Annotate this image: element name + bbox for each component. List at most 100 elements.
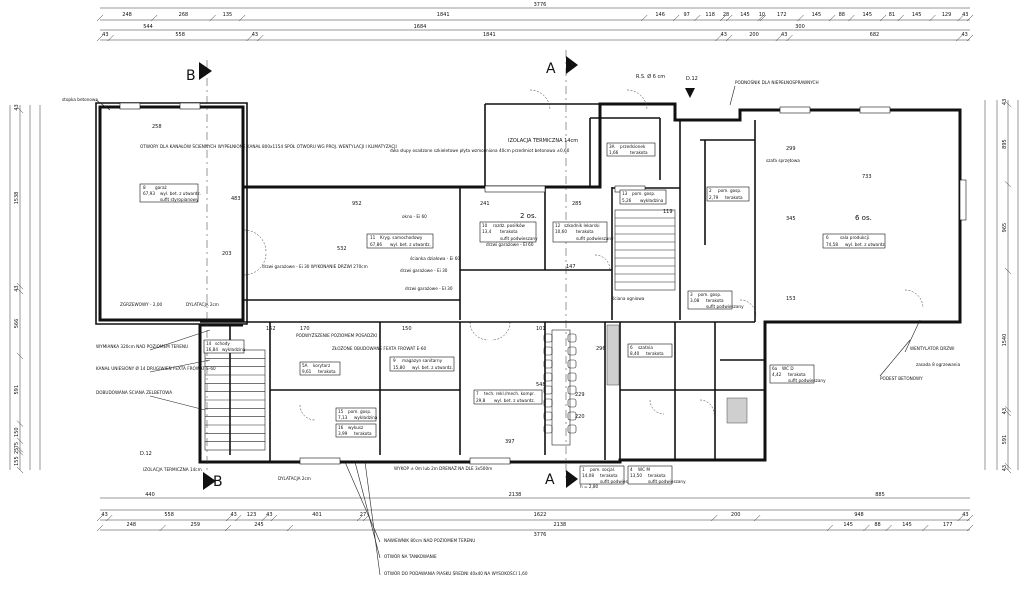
top-dim-r3-4: 43: [721, 32, 727, 38]
chair: [543, 346, 553, 356]
dimension-tick: [1004, 267, 1012, 275]
chair: [567, 411, 577, 421]
dimension-tick: [246, 34, 253, 42]
svg-text:pom. gosp.: pom. gosp.: [348, 409, 371, 414]
room-box-7: 7 tech. rekl./mech. kompr. 29,8 wyl. bet…: [473, 389, 543, 405]
right-dim-0: 43: [1002, 99, 1008, 105]
leader-lines: [95, 85, 921, 576]
dimension-tick: [719, 14, 727, 22]
svg-text:WC D: WC D: [782, 366, 794, 371]
top-dim-r1-11: 145: [812, 12, 822, 18]
stairs-left: [204, 349, 266, 451]
dimension-tick: [753, 514, 761, 522]
bottom-dim-r2-5: 401: [312, 512, 322, 518]
interior-walls: [200, 117, 765, 462]
svg-text:299: 299: [786, 146, 796, 152]
top-dim-r1-8: 145: [740, 12, 750, 18]
chair: [567, 398, 577, 408]
dimension-tick: [159, 524, 166, 532]
dimension-tick: [711, 514, 718, 522]
room-box-2: 2 pom. gosp. 2,79 terakota: [706, 186, 750, 202]
bottom-dim-r2-1: 558: [164, 512, 174, 518]
bottom-dim-r2-10: 43: [962, 512, 968, 518]
chair: [543, 398, 553, 408]
dimension-tick: [956, 34, 963, 42]
top-dim-r3-6: 43: [781, 32, 787, 38]
left-dim-6: 75: [14, 442, 20, 448]
svg-text:Kryg. samochodowy: Kryg. samochodowy: [380, 235, 423, 240]
bottom-dim-r2-8: 200: [731, 512, 741, 518]
note-kanal: KANAŁ UNIESIONY Ø 14 DRUGIWIEŃ FEXTA FRO…: [96, 366, 216, 371]
svg-text:2,79: 2,79: [709, 195, 719, 200]
chair: [567, 333, 577, 343]
bottom-dim-r3-5: 88: [874, 522, 880, 528]
note-zasada: zasada 8 ogrzewania: [916, 362, 961, 367]
dimension-tick: [107, 34, 114, 42]
chair: [543, 359, 553, 369]
svg-text:10: 10: [482, 223, 488, 228]
svg-text:67,93: 67,93: [143, 191, 155, 196]
dimension-tick: [225, 514, 233, 522]
dimension-tick: [725, 14, 733, 22]
dimension-tick: [150, 14, 158, 22]
note-mini-stairs: ZŁOŻONE OBUDOWANE FEXTA FROWAT E-60: [332, 346, 426, 351]
section-markers: B B A A: [186, 50, 695, 490]
svg-text:terakota: terakota: [600, 473, 618, 478]
svg-text:terakota: terakota: [648, 473, 666, 478]
room-box-3: 3 pom. gosp. 3,08 terakota sufit podwies…: [687, 290, 744, 310]
dimension-tick: [879, 14, 887, 22]
svg-text:garaż: garaż: [155, 185, 168, 190]
svg-text:sufit styropianowy: sufit styropianowy: [160, 197, 199, 202]
note-2-os: 2 os.: [520, 212, 537, 220]
svg-text:8,40: 8,40: [630, 351, 640, 356]
dimension-tick: [224, 524, 232, 532]
svg-text:terakota: terakota: [630, 150, 648, 155]
dimension-tick: [957, 14, 964, 22]
top-dim-r1-6: 118: [705, 12, 715, 18]
top-dim-r1-15: 145: [912, 12, 922, 18]
svg-text:5,26: 5,26: [622, 198, 632, 203]
svg-text:119: 119: [663, 209, 673, 215]
svg-text:6: 6: [630, 345, 633, 350]
svg-text:szkodnik lekarski: szkodnik lekarski: [564, 223, 600, 228]
svg-text:pom. gosp.: pom. gosp.: [632, 191, 655, 196]
svg-text:4: 4: [630, 467, 633, 472]
svg-text:3,99: 3,99: [338, 431, 348, 436]
right-dim-2: 965: [1002, 223, 1008, 233]
svg-text:wykusz: wykusz: [348, 425, 364, 430]
dimension-tick: [757, 14, 764, 22]
svg-text:terakota: terakota: [725, 195, 743, 200]
dimension-tick: [16, 420, 24, 427]
room-box-5a: 5A korytarz 9,61 terakota: [299, 361, 341, 376]
dimension-tick: [826, 524, 834, 532]
note-d12-top: D.12: [686, 76, 698, 82]
dimension-tick: [966, 514, 974, 522]
dimension-tick: [16, 446, 24, 453]
svg-text:6: 6: [826, 235, 829, 240]
right-dim-1: 895: [1002, 139, 1008, 149]
room-box-14: 14 schody 16,84 wykładzina: [203, 339, 246, 354]
chair: [567, 424, 577, 434]
left-dim-8: 155: [14, 456, 20, 466]
dimension-tick: [775, 34, 783, 42]
svg-text:wyl. bet. z utwardz.: wyl. bet. z utwardz.: [160, 191, 201, 196]
svg-text:3A: 3A: [609, 144, 615, 149]
dimension-tick: [16, 287, 24, 295]
svg-text:tech. rekl./mech. kompr.: tech. rekl./mech. kompr.: [484, 391, 535, 396]
note-okno: okno - Ei 60: [402, 214, 427, 219]
top-dim-r1-9: 10: [759, 12, 765, 18]
note-scianka: ścianka działowa - Ei 60: [410, 256, 460, 261]
bottom-dim-r3-6: 145: [902, 522, 912, 528]
dimension-tick: [715, 34, 722, 42]
svg-text:4,42: 4,42: [772, 372, 782, 377]
note-wykop: WYKOP ± 0m lub 2m DRENAŻ NA DLE 3x500m: [394, 466, 492, 471]
left-dim-1: 1538: [14, 192, 20, 205]
top-dim-r1-4: 146: [655, 12, 665, 18]
left-dim-4: 591: [14, 385, 20, 395]
svg-text:sufit podwieszany: sufit podwieszany: [500, 236, 538, 241]
dimension-tick: [1004, 466, 1012, 474]
svg-text:rozdz. posiłków: rozdz. posiłków: [493, 223, 526, 228]
